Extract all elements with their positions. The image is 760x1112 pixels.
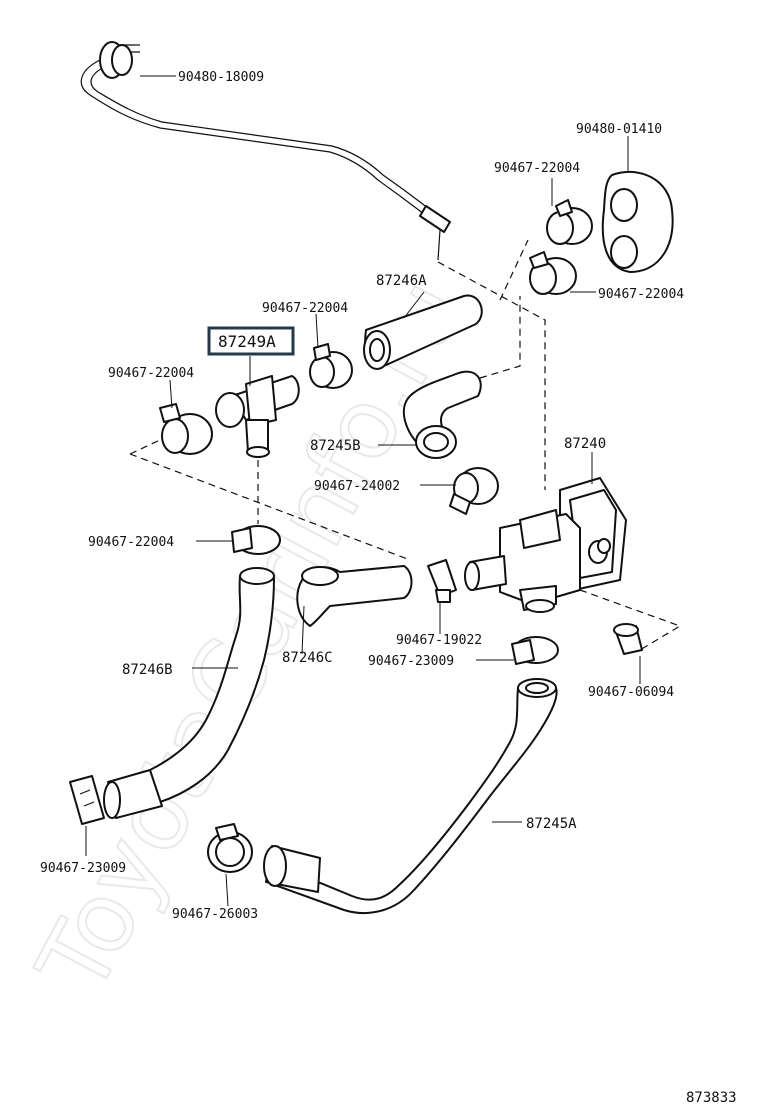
clamp-90467-22004-mid [309,343,353,389]
clip-90467-06094 [613,623,643,655]
label-90467-22004-lower-left: 90467-22004 [88,535,174,550]
label-90467-26003: 90467-26003 [172,907,258,922]
part-labels: 90480-18009 90480-01410 90467-22004 9046… [40,70,684,922]
cable-90480-18009 [80,41,451,261]
clamp-90467-22004-upper [546,199,593,245]
label-90467-23009-lower: 90467-23009 [40,861,126,876]
leader-lines [85,75,641,907]
label-90467-19022: 90467-19022 [396,633,482,648]
reference-lines [129,239,682,651]
label-90467-06094: 90467-06094 [588,685,674,700]
label-90467-22004-left: 90467-22004 [108,366,194,381]
joint-87249A [215,375,300,458]
label-87246A: 87246A [376,273,427,289]
clamp-90467-22004-lower-left [231,525,281,555]
label-87249A: 87249A [218,332,276,351]
clamp-90467-23009-lower [69,775,105,825]
label-87246C: 87246C [282,650,333,666]
label-87245A: 87245A [526,816,577,832]
clamp-90467-19022 [427,559,457,603]
hose-87246B [103,567,275,819]
label-90480-01410: 90480-01410 [576,122,662,137]
label-90467-22004-right: 90467-22004 [598,287,684,302]
figure-number: 873833 [686,1090,737,1106]
grommet-90480-01410 [601,170,674,273]
clamp-90467-24002 [449,467,499,515]
label-90480-18009: 90480-18009 [178,70,264,85]
hose-87246A [363,294,483,370]
label-90467-24002: 90467-24002 [314,479,400,494]
label-87240: 87240 [564,436,606,452]
clamp-90467-26003 [207,823,253,873]
valve-87240 [464,477,627,613]
clamp-90467-22004-left [159,403,213,455]
label-87245B: 87245B [310,438,361,454]
hose-87245B [402,370,482,459]
label-90467-22004-mid: 90467-22004 [262,301,348,316]
highlight-box-87249A [207,326,295,356]
hose-87245A [263,678,558,914]
clamp-90467-22004-lower [529,251,577,295]
label-87246B: 87246B [122,662,173,678]
label-90467-22004-top: 90467-22004 [494,161,580,176]
label-90467-23009-right: 90467-23009 [368,654,454,669]
hose-87246C [296,565,413,627]
clamp-90467-23009-right [511,636,559,665]
